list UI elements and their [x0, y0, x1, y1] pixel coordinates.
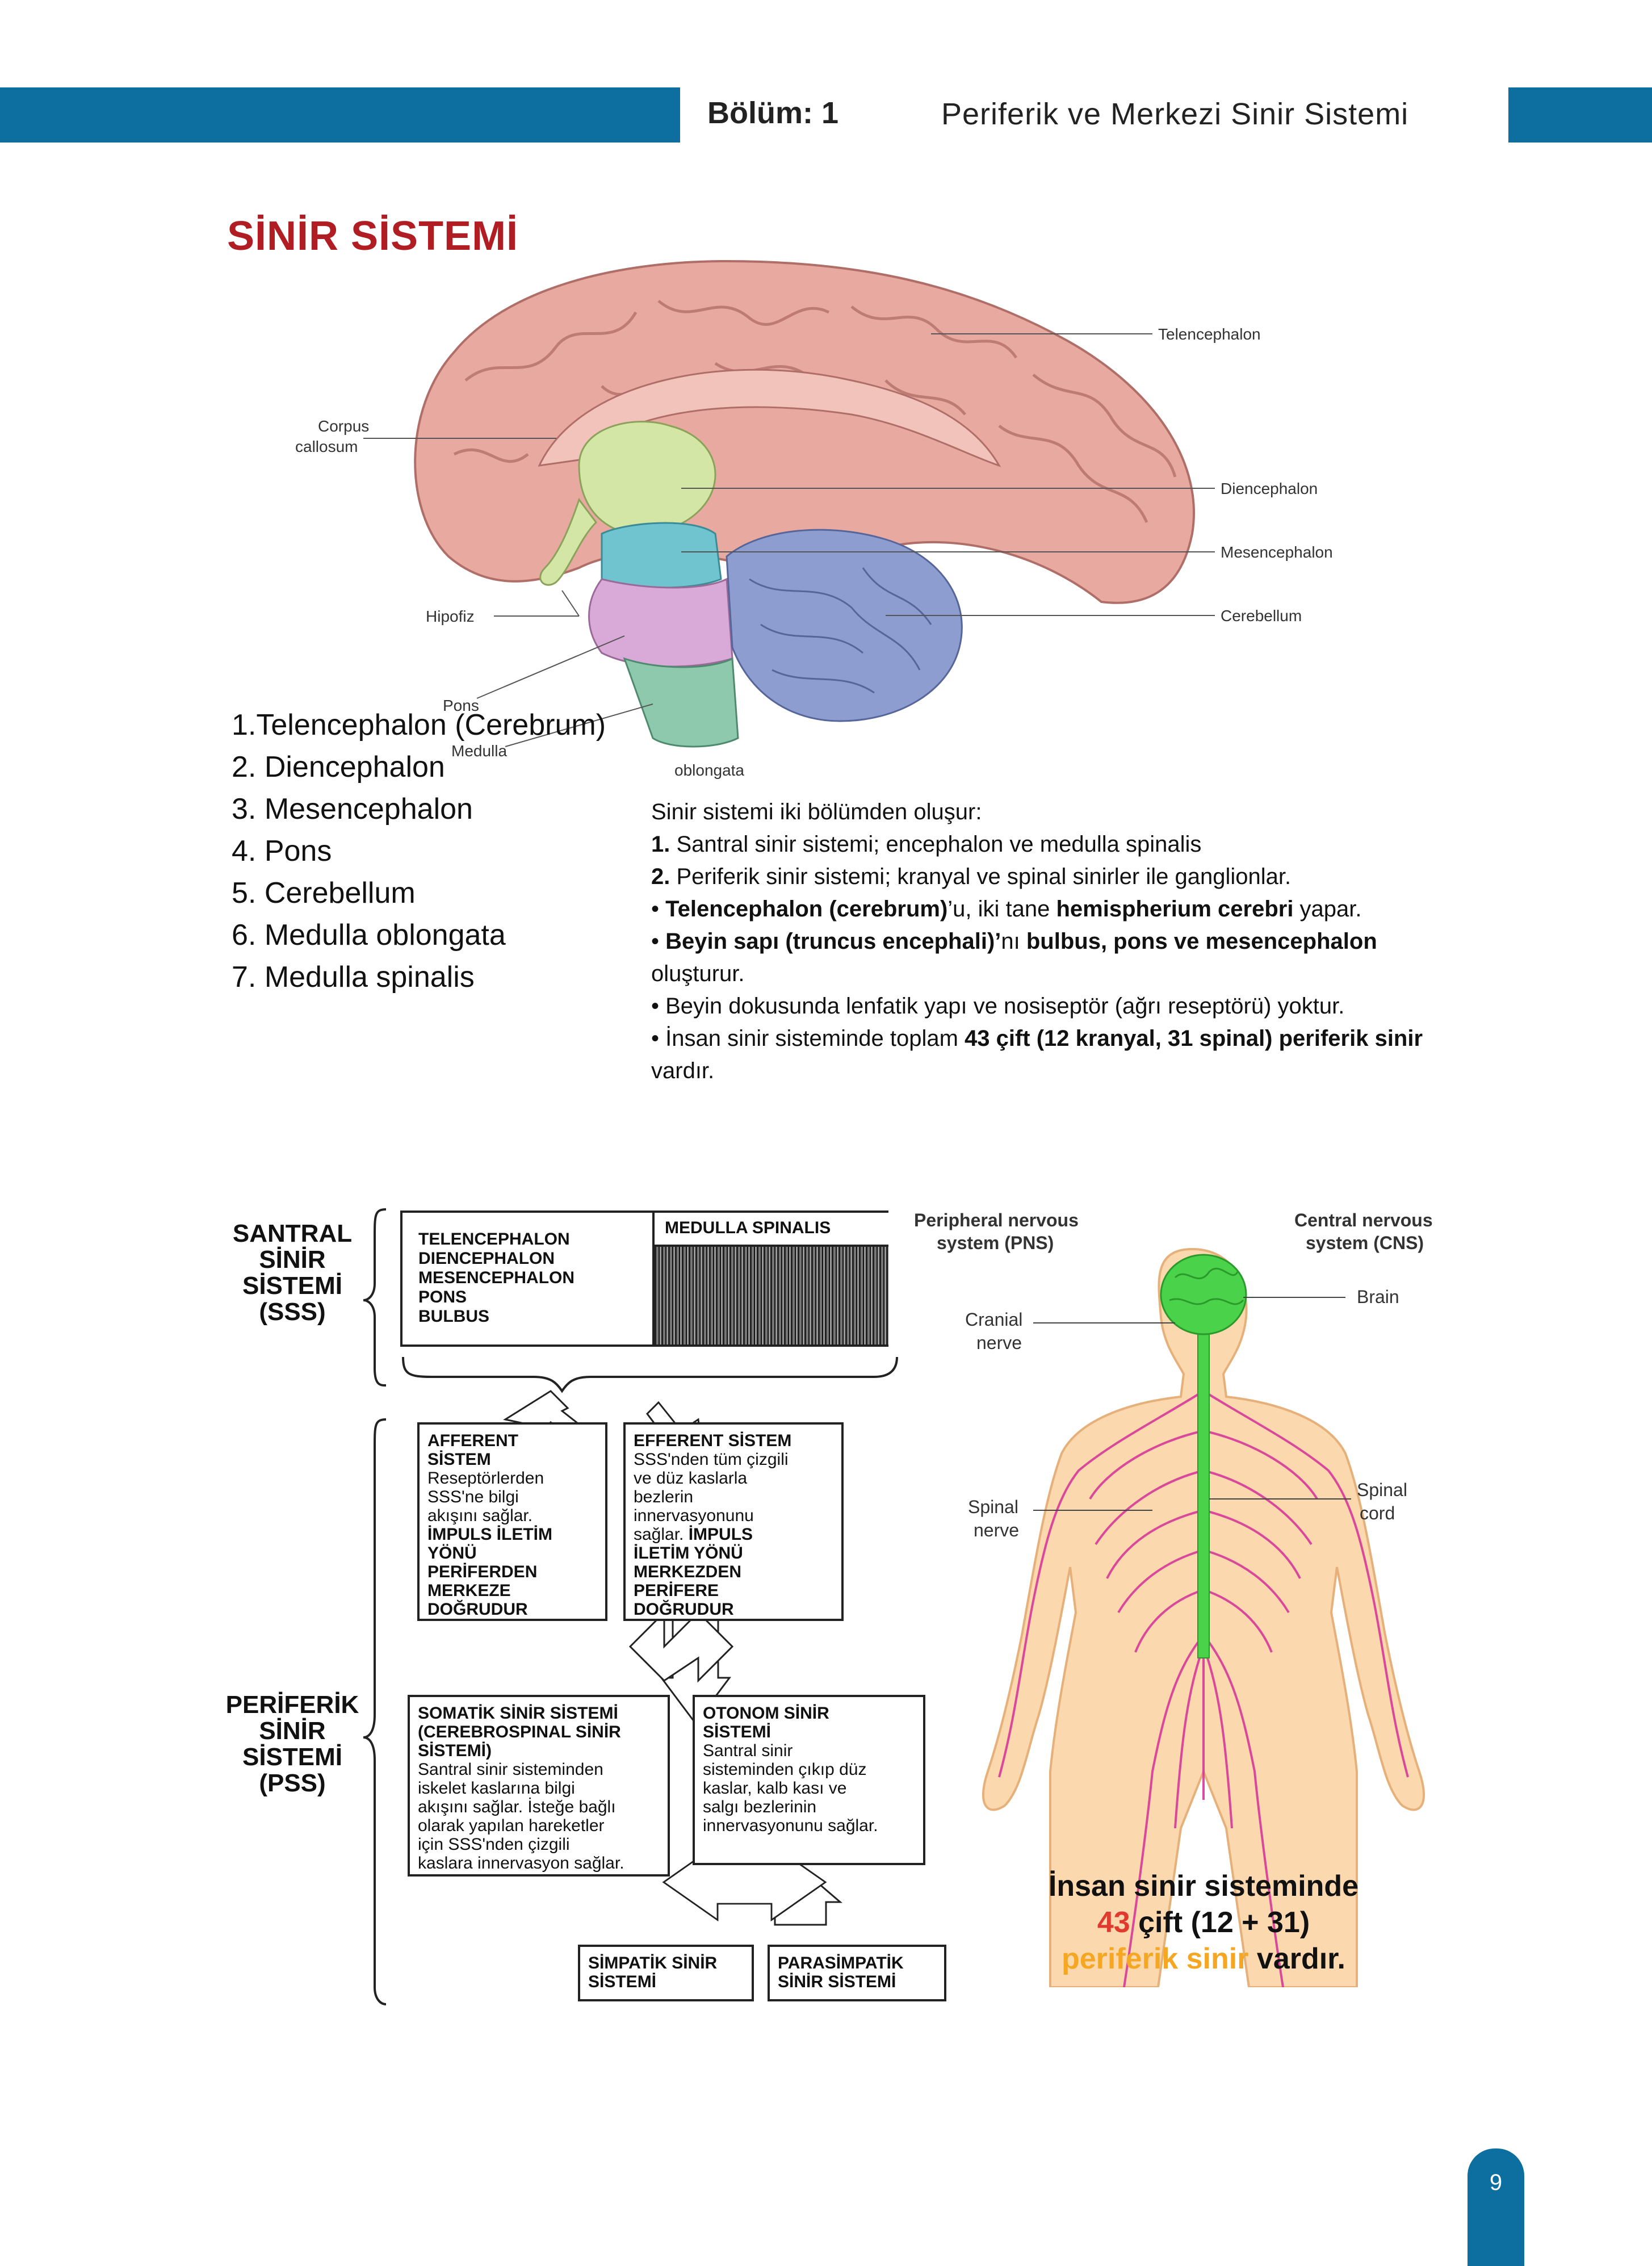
info-bullet-3: • Beyin dokusunda lenfatik yapı ve nosis…	[651, 994, 1345, 1019]
list-item: 4. Pons	[232, 835, 332, 868]
label-diencephalon: Diencephalon	[1221, 480, 1318, 497]
caption-line-3: periferik sinir vardır.	[1061, 1942, 1346, 1975]
list-item: 3. Mesencephalon	[232, 793, 473, 826]
info-bullet-1: • Telencephalon (cerebrum)’u, iki tane h…	[651, 897, 1362, 922]
spinal-cord-label-2: cord	[1360, 1503, 1395, 1523]
corpus-callosum	[538, 368, 1001, 467]
section-title: SİNİR SİSTEMİ	[227, 213, 519, 259]
body-caption: İnsan sinir sisteminde 43 çift (12 + 31)…	[999, 1868, 1408, 1977]
brain-label: Brain	[1357, 1287, 1399, 1307]
structure-list: 1.Telencephalon (Cerebrum) 2. Diencephal…	[232, 704, 606, 998]
list-item: 7. Medulla spinalis	[232, 961, 475, 994]
list-item: 2. Diencephalon	[232, 751, 445, 784]
list-item: 1.Telencephalon (Cerebrum)	[232, 709, 606, 742]
spinal-nerve-label-1: Spinal	[968, 1497, 1018, 1517]
info-bullet-2: • Beyin sapı (truncus encephali)’nı bulb…	[651, 929, 1377, 986]
label-medulla-2: oblongata	[674, 761, 744, 779]
header-bar-right	[1508, 87, 1652, 143]
mesencephalon-region	[601, 522, 722, 589]
list-item: 5. Cerebellum	[232, 877, 416, 910]
info-paragraph: Sinir sistemi iki bölümden oluşur: 1. Sa…	[651, 796, 1469, 1087]
somatic-system-box: SOMATİK SİNİR SİSTEMİ(CEREBROSPINAL SİNİ…	[408, 1695, 670, 1877]
caption-line-1: İnsan sinir sisteminde	[1048, 1870, 1359, 1903]
pns-label-2: system (PNS)	[937, 1233, 1054, 1253]
label-mesencephalon: Mesencephalon	[1221, 543, 1333, 561]
info-bullet-4: • İnsan sinir sisteminde toplam 43 çift …	[651, 1026, 1423, 1083]
info-line-1: 1. Santral sinir sistemi; encephalon ve …	[651, 832, 1202, 857]
hypophysis	[539, 497, 597, 586]
chapter-title: Periferik ve Merkezi Sinir Sistemi	[941, 97, 1409, 131]
spinal-cord-label-1: Spinal	[1357, 1480, 1407, 1500]
caption-line-2: 43 çift (12 + 31)	[1097, 1906, 1310, 1939]
body-nervous-system-figure: Peripheral nervous system (PNS) Central …	[914, 1210, 1433, 1987]
cranial-label-2: nerve	[976, 1333, 1022, 1353]
label-telencephalon: Telencephalon	[1158, 325, 1261, 343]
list-item: 6. Medulla oblongata	[232, 919, 506, 952]
diencephalon-region	[578, 421, 716, 535]
cranial-label-1: Cranial	[965, 1309, 1022, 1330]
cns-label-2: system (CNS)	[1306, 1233, 1424, 1253]
cerebellum-region	[726, 529, 963, 722]
label-pons: Pons	[443, 697, 479, 714]
medulla-spinalis-label: MEDULLA SPINALIS	[655, 1213, 888, 1247]
label-cerebellum: Cerebellum	[1221, 607, 1302, 625]
page-number-tab: 9	[1467, 2148, 1524, 2266]
pns-label-1: Peripheral nervous	[914, 1210, 1079, 1230]
pons-region	[588, 577, 733, 668]
info-line-2: 2. Periferik sinir sistemi; kranyal ve s…	[651, 864, 1292, 889]
label-corpus-2: callosum	[295, 438, 358, 455]
label-medulla-1: Medulla	[451, 742, 507, 760]
page-number: 9	[1489, 2170, 1503, 2195]
info-intro: Sinir sistemi iki bölümden oluşur:	[651, 799, 982, 824]
medulla-region	[623, 657, 739, 748]
label-corpus-1: Corpus	[318, 417, 369, 435]
header-bar-left	[0, 87, 680, 143]
spinal-nerve-label-2: nerve	[974, 1520, 1019, 1540]
chapter-label: Bölüm: 1	[707, 96, 839, 130]
medulla-spinalis-cell: MEDULLA SPINALIS	[652, 1213, 888, 1344]
label-hipofiz: Hipofiz	[426, 608, 475, 625]
cns-label-1: Central nervous	[1294, 1210, 1433, 1230]
spinal-cord	[1197, 1305, 1210, 1658]
brain-sagittal-illustration: Telencephalon Corpus callosum Diencephal…	[295, 259, 1333, 779]
